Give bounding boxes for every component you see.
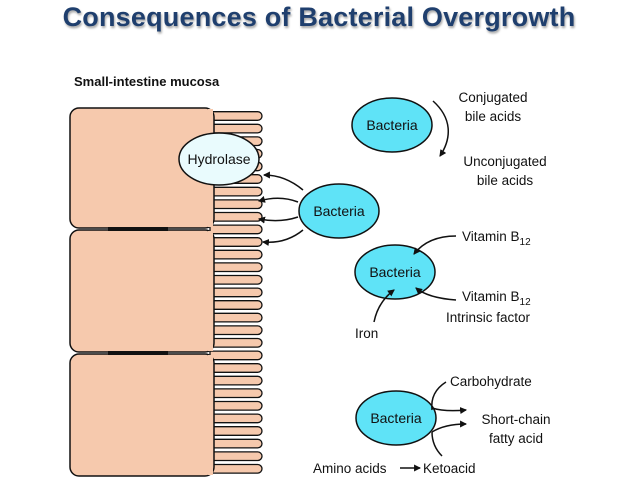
- arrow-vitamin-b12: [413, 235, 457, 255]
- carbohydrate-curve: [431, 381, 447, 411]
- hydrolase-ellipse: [178, 132, 260, 186]
- slide-title: Consequences of Bacterial Overgrowth: [62, 2, 576, 32]
- bacteria-vitamin-label: Bacteria: [369, 264, 421, 280]
- conjugated-label-1: Conjugated: [458, 90, 527, 105]
- microvillus: [209, 111, 263, 121]
- microvillus: [209, 463, 263, 474]
- microvillus: [209, 224, 263, 235]
- arrow-to-scfa-2: [431, 420, 468, 433]
- arrow-to-mucosa-1: [257, 196, 299, 203]
- microvillus: [209, 325, 263, 336]
- vitamin-b12-if-label: Vitamin B12: [462, 289, 531, 308]
- microvillus: [209, 350, 263, 361]
- microvillus: [209, 262, 263, 273]
- epithelial-cell: [69, 353, 215, 477]
- microvillus: [209, 287, 263, 298]
- carbohydrate-label: Carbohydrate: [450, 374, 532, 389]
- microvillus: [209, 400, 263, 411]
- arrow-to-mucosa-2: [257, 216, 299, 224]
- bile-conversion-arrow: [432, 100, 450, 157]
- bacteria-center-label: Bacteria: [313, 203, 365, 219]
- bacteria-metabolism-label: Bacteria: [370, 410, 422, 426]
- unconjugated-label-1: Unconjugated: [463, 154, 546, 169]
- bacteria-bile-label: Bacteria: [366, 117, 418, 133]
- mucosa-label: Small-intestine mucosa: [74, 74, 220, 89]
- microvillus: [209, 249, 263, 260]
- microvillus: [209, 186, 263, 197]
- vitamin-b12-text: Vitamin B: [462, 229, 520, 244]
- tight-junction: [108, 351, 168, 355]
- iron-label: Iron: [355, 326, 378, 341]
- conjugated-label-2: bile acids: [465, 109, 522, 124]
- microvillus: [209, 237, 263, 247]
- bacteria-vitamin: [354, 244, 436, 300]
- arrow-to-mucosa-3: [261, 229, 304, 247]
- microvillus: [209, 413, 263, 424]
- microvillus: [209, 199, 263, 210]
- intrinsic-factor-label: Intrinsic factor: [446, 310, 531, 325]
- scfa-label-2: fatty acid: [489, 431, 543, 446]
- microvillus: [209, 426, 263, 436]
- epithelial-cells: [69, 107, 215, 477]
- vitamin-b12-subscript: 12: [520, 237, 532, 248]
- epithelial-cell: [69, 229, 215, 353]
- tight-junctions: [108, 227, 168, 355]
- bacteria-metabolism: [355, 390, 437, 446]
- scfa-label-1: Short-chain: [481, 412, 550, 427]
- microvillus: [209, 451, 263, 462]
- microvillus: [209, 123, 263, 134]
- arrow-to-hydrolase: [262, 171, 304, 191]
- microvillus: [209, 274, 263, 285]
- microvillus: [209, 337, 263, 348]
- microvillus: [209, 312, 263, 323]
- microvillus: [209, 388, 263, 399]
- vitamin-b12-if-text: Vitamin B: [462, 289, 520, 304]
- cell-edge-fill: [208, 355, 213, 475]
- ketoacid-curve: [431, 431, 443, 457]
- tight-junction: [108, 227, 168, 231]
- vitamin-b12-if-subscript: 12: [520, 297, 532, 308]
- unconjugated-label-2: bile acids: [477, 173, 534, 188]
- microvillus: [209, 363, 263, 373]
- microvillus: [209, 300, 263, 310]
- hydrolase-label: Hydrolase: [187, 151, 250, 167]
- amino-acids-label: Amino acids: [313, 461, 387, 476]
- arrow-iron: [373, 289, 395, 323]
- microvillus: [209, 211, 263, 222]
- microvillus: [209, 438, 263, 449]
- bacteria-center: [298, 183, 380, 239]
- arrow-vitamin-b12-if: [415, 287, 457, 301]
- microvillus: [209, 375, 263, 386]
- cell-edge-fill: [208, 231, 213, 351]
- bacteria-bile: [351, 97, 433, 153]
- vitamin-b12-label: Vitamin B12: [462, 229, 531, 248]
- arrow-to-scfa-1: [431, 407, 468, 415]
- ketoacid-label: Ketoacid: [423, 461, 476, 476]
